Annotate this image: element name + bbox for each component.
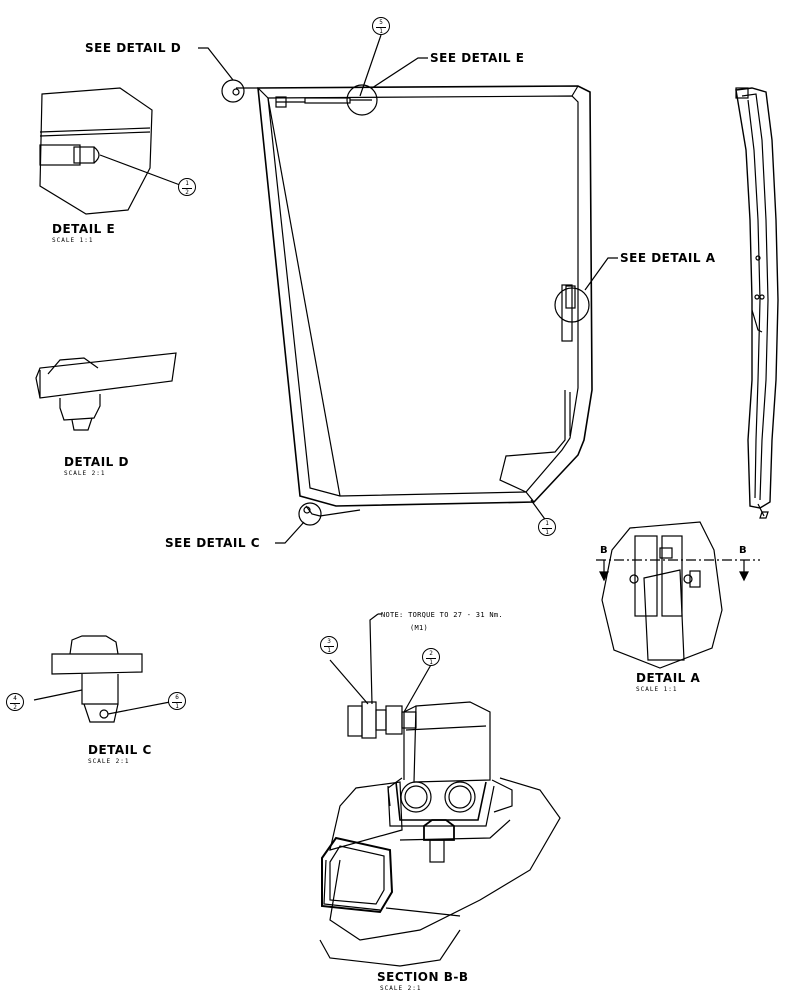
detail-e-view (39, 87, 181, 215)
side-profile-view (735, 87, 779, 519)
detail-c-circle (298, 502, 322, 526)
detail-c-title: DETAIL C (88, 743, 152, 757)
detail-a-view (596, 521, 760, 669)
detail-d-title: DETAIL D (64, 455, 129, 469)
leader-d (198, 47, 234, 81)
leader-c (275, 521, 305, 544)
see-detail-a-label: SEE DETAIL A (620, 251, 716, 265)
door-frame (232, 85, 593, 517)
detail-a-title: DETAIL A (636, 671, 701, 685)
detail-d-scale: SCALE 2:1 (64, 470, 106, 477)
leader-a (584, 257, 618, 291)
detail-e-scale: SCALE 1:1 (52, 237, 94, 244)
detail-d-view (35, 352, 177, 431)
detail-c-scale: SCALE 2:1 (88, 758, 130, 765)
torque-note-line2: (M1) (410, 624, 429, 632)
leader-e (371, 57, 428, 89)
section-bb-scale: SCALE 2:1 (380, 985, 422, 992)
detail-e-circle (346, 84, 378, 116)
see-detail-d-label: SEE DETAIL D (85, 41, 182, 55)
see-detail-c-label: SEE DETAIL C (165, 536, 261, 550)
section-mark-right: B (739, 545, 747, 556)
detail-a-circle (554, 287, 590, 323)
section-mark-left: B (600, 545, 608, 556)
section-bb-view (319, 613, 561, 967)
detail-c-view (33, 635, 171, 723)
section-bb-title: SECTION B-B (377, 970, 469, 984)
torque-note-line1: NOTE: TORQUE TO 27 - 31 Nm. (381, 611, 503, 619)
detail-a-scale: SCALE 1:1 (636, 686, 678, 693)
see-detail-e-label: SEE DETAIL E (430, 51, 525, 65)
detail-e-title: DETAIL E (52, 222, 116, 236)
